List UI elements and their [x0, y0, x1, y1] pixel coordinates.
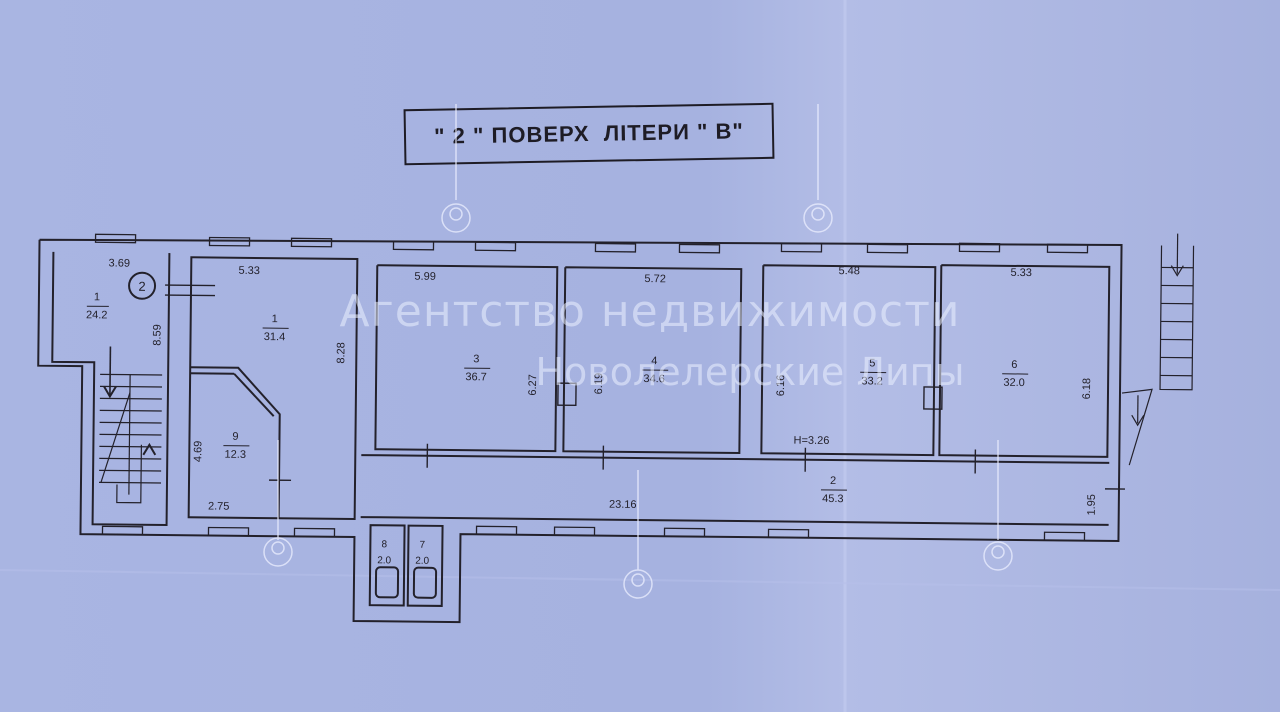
dim-height: Н=3.26 [794, 435, 830, 447]
room-area: 24.2 [86, 309, 108, 321]
room-num: 1 [272, 313, 278, 325]
room-num: 2 [830, 475, 836, 487]
dim-r3-side: 6.27 [527, 374, 539, 396]
room-num: 3 [473, 353, 479, 365]
room-area: 12.3 [225, 449, 247, 461]
dim-r5-side: 6.16 [775, 375, 787, 397]
room-num: 4 [651, 355, 657, 367]
room-num: 5 [869, 357, 875, 369]
dim-r6-side: 6.18 [1081, 378, 1093, 400]
stamp-marks [263, 104, 1013, 599]
room-area: 33.2 [861, 375, 883, 387]
marker-number: 2 [138, 279, 145, 294]
watermark-line-2: Новолелерские Липы [535, 350, 965, 394]
marker-circle [128, 271, 157, 300]
room-area: 36.7 [465, 371, 487, 383]
room-1-wall [187, 256, 359, 521]
dim-corridor-width: 1.95 [1086, 494, 1098, 516]
wc-7-wall [406, 524, 444, 607]
room-area: 2.0 [377, 555, 391, 566]
dim-r4-top: 5.72 [644, 273, 666, 285]
watermark-line-1: Агентство недвижимости [339, 286, 961, 337]
dim-r3-top: 5.99 [414, 271, 436, 283]
corridor-wall [361, 454, 1110, 464]
room-4-wall [562, 266, 743, 455]
room-num: 9 [232, 431, 238, 443]
dim-r6-top: 5.33 [1010, 267, 1032, 279]
dim-r4-side: 6.19 [593, 373, 605, 395]
room-area: 34.6 [643, 373, 665, 385]
dim-r9-side: 4.69 [192, 441, 204, 463]
paper-fold [0, 569, 1280, 591]
room-num: 8 [382, 539, 388, 550]
room-9-wall [190, 366, 281, 519]
dim-r5-top: 5.48 [838, 265, 860, 277]
room-3-wall [374, 264, 559, 453]
dim-stair-side: 8.59 [151, 324, 163, 346]
dim-stair-top: 3.69 [109, 257, 131, 269]
exterior-stair [1121, 233, 1195, 466]
outer-wall [37, 238, 1123, 624]
room-5-wall [760, 264, 937, 457]
dim-corridor-length: 23.16 [609, 499, 637, 511]
wc-8-wall [368, 524, 406, 607]
room-6-wall [938, 264, 1111, 458]
room-num: 6 [1011, 359, 1017, 371]
windows [94, 233, 1089, 542]
dim-r9-bottom: 2.75 [208, 500, 230, 512]
stair-room-wall [51, 251, 171, 527]
room-area: 31.4 [264, 331, 286, 343]
door-marks [164, 284, 1125, 490]
dim-r1-top: 5.33 [238, 265, 260, 277]
dim-r1-side: 8.28 [335, 342, 347, 364]
room-area: 45.3 [822, 493, 844, 505]
room-num: 7 [420, 540, 426, 551]
room-area: 32.0 [1003, 377, 1025, 389]
room-area: 2.0 [415, 556, 429, 567]
room-num: 1 [94, 291, 100, 303]
